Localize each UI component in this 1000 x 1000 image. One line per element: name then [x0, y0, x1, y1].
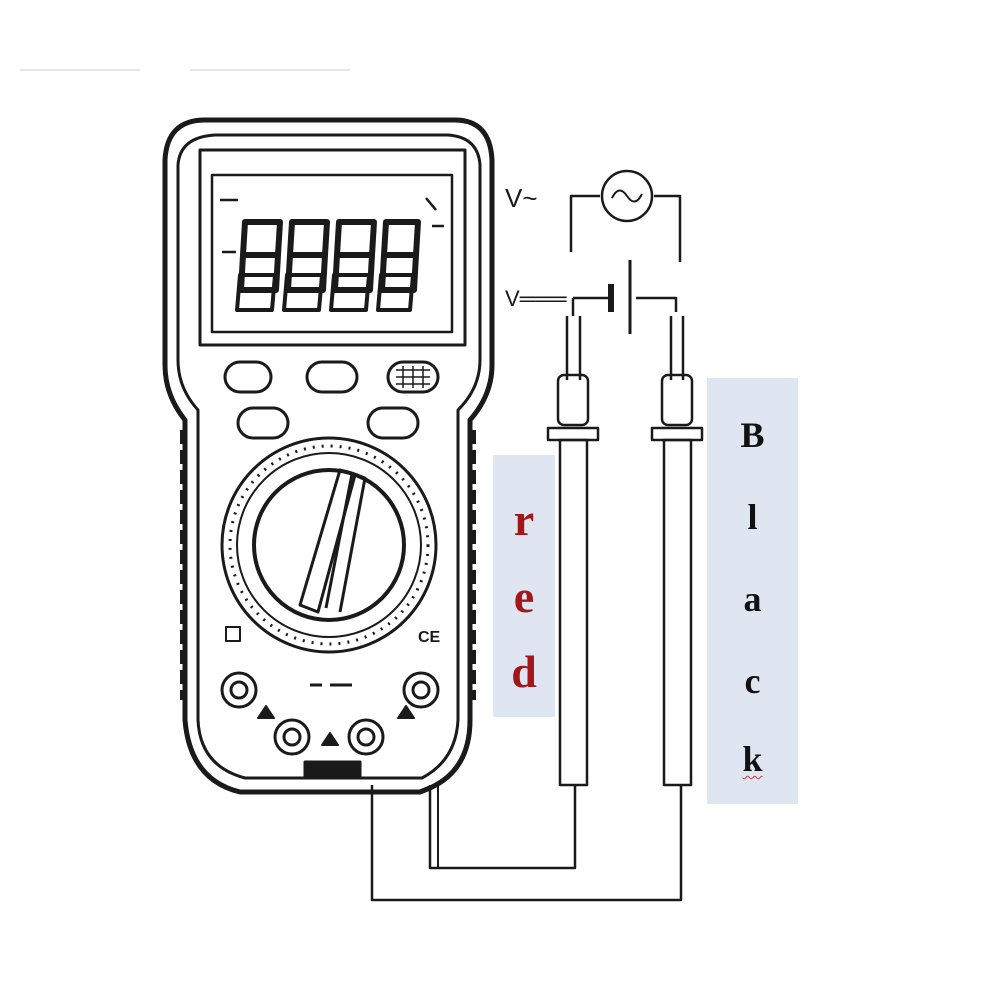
black-label-letter-c: c [744, 661, 761, 701]
ac-source-symbol [600, 169, 654, 223]
ce-mark: CE [418, 629, 441, 646]
dial-scale-ticks [228, 444, 430, 646]
dc-source-wires [573, 296, 678, 312]
meter-markings [225, 626, 352, 687]
red-label-letter-r: r [513, 494, 535, 545]
ac-voltage-label: V~ [505, 183, 538, 213]
jack-volt-ohm [402, 671, 440, 709]
red-probe-label-box: r e d [493, 455, 555, 717]
input-jacks [220, 671, 440, 778]
dc-voltage-label: V═══ [505, 286, 567, 311]
button-top-left [223, 360, 273, 394]
lcd-display [198, 148, 467, 347]
red-label-letter-e: e [513, 571, 535, 622]
meter-buttons [223, 360, 440, 440]
black-lead-wire [370, 785, 683, 902]
button-bottom-right [366, 406, 420, 440]
jack-com [347, 718, 385, 756]
lcd-digits-row-2 [235, 273, 415, 312]
red-label-letter-d: d [511, 646, 537, 697]
jack-a [220, 671, 258, 709]
jack-ma [273, 718, 311, 756]
red-lead-wire [428, 785, 577, 870]
black-label-letter-k: k [742, 739, 763, 779]
red-probe [546, 316, 600, 787]
multimeter-body [162, 117, 495, 795]
black-label-letter-a: a [743, 579, 762, 619]
test-circuit [569, 169, 682, 334]
ac-source-wires [569, 194, 682, 262]
rotary-dial [220, 436, 438, 654]
black-probe-label-box: B l a c k [707, 378, 798, 804]
black-label-letter-l: l [747, 497, 758, 537]
button-bottom-left [236, 406, 290, 440]
black-label-letter-b: B [740, 415, 765, 455]
button-top-right [386, 360, 440, 394]
black-probe [650, 316, 704, 787]
test-lead-wires [370, 785, 683, 902]
lcd-digits-row-1 [238, 219, 421, 293]
button-top-middle [305, 360, 359, 394]
